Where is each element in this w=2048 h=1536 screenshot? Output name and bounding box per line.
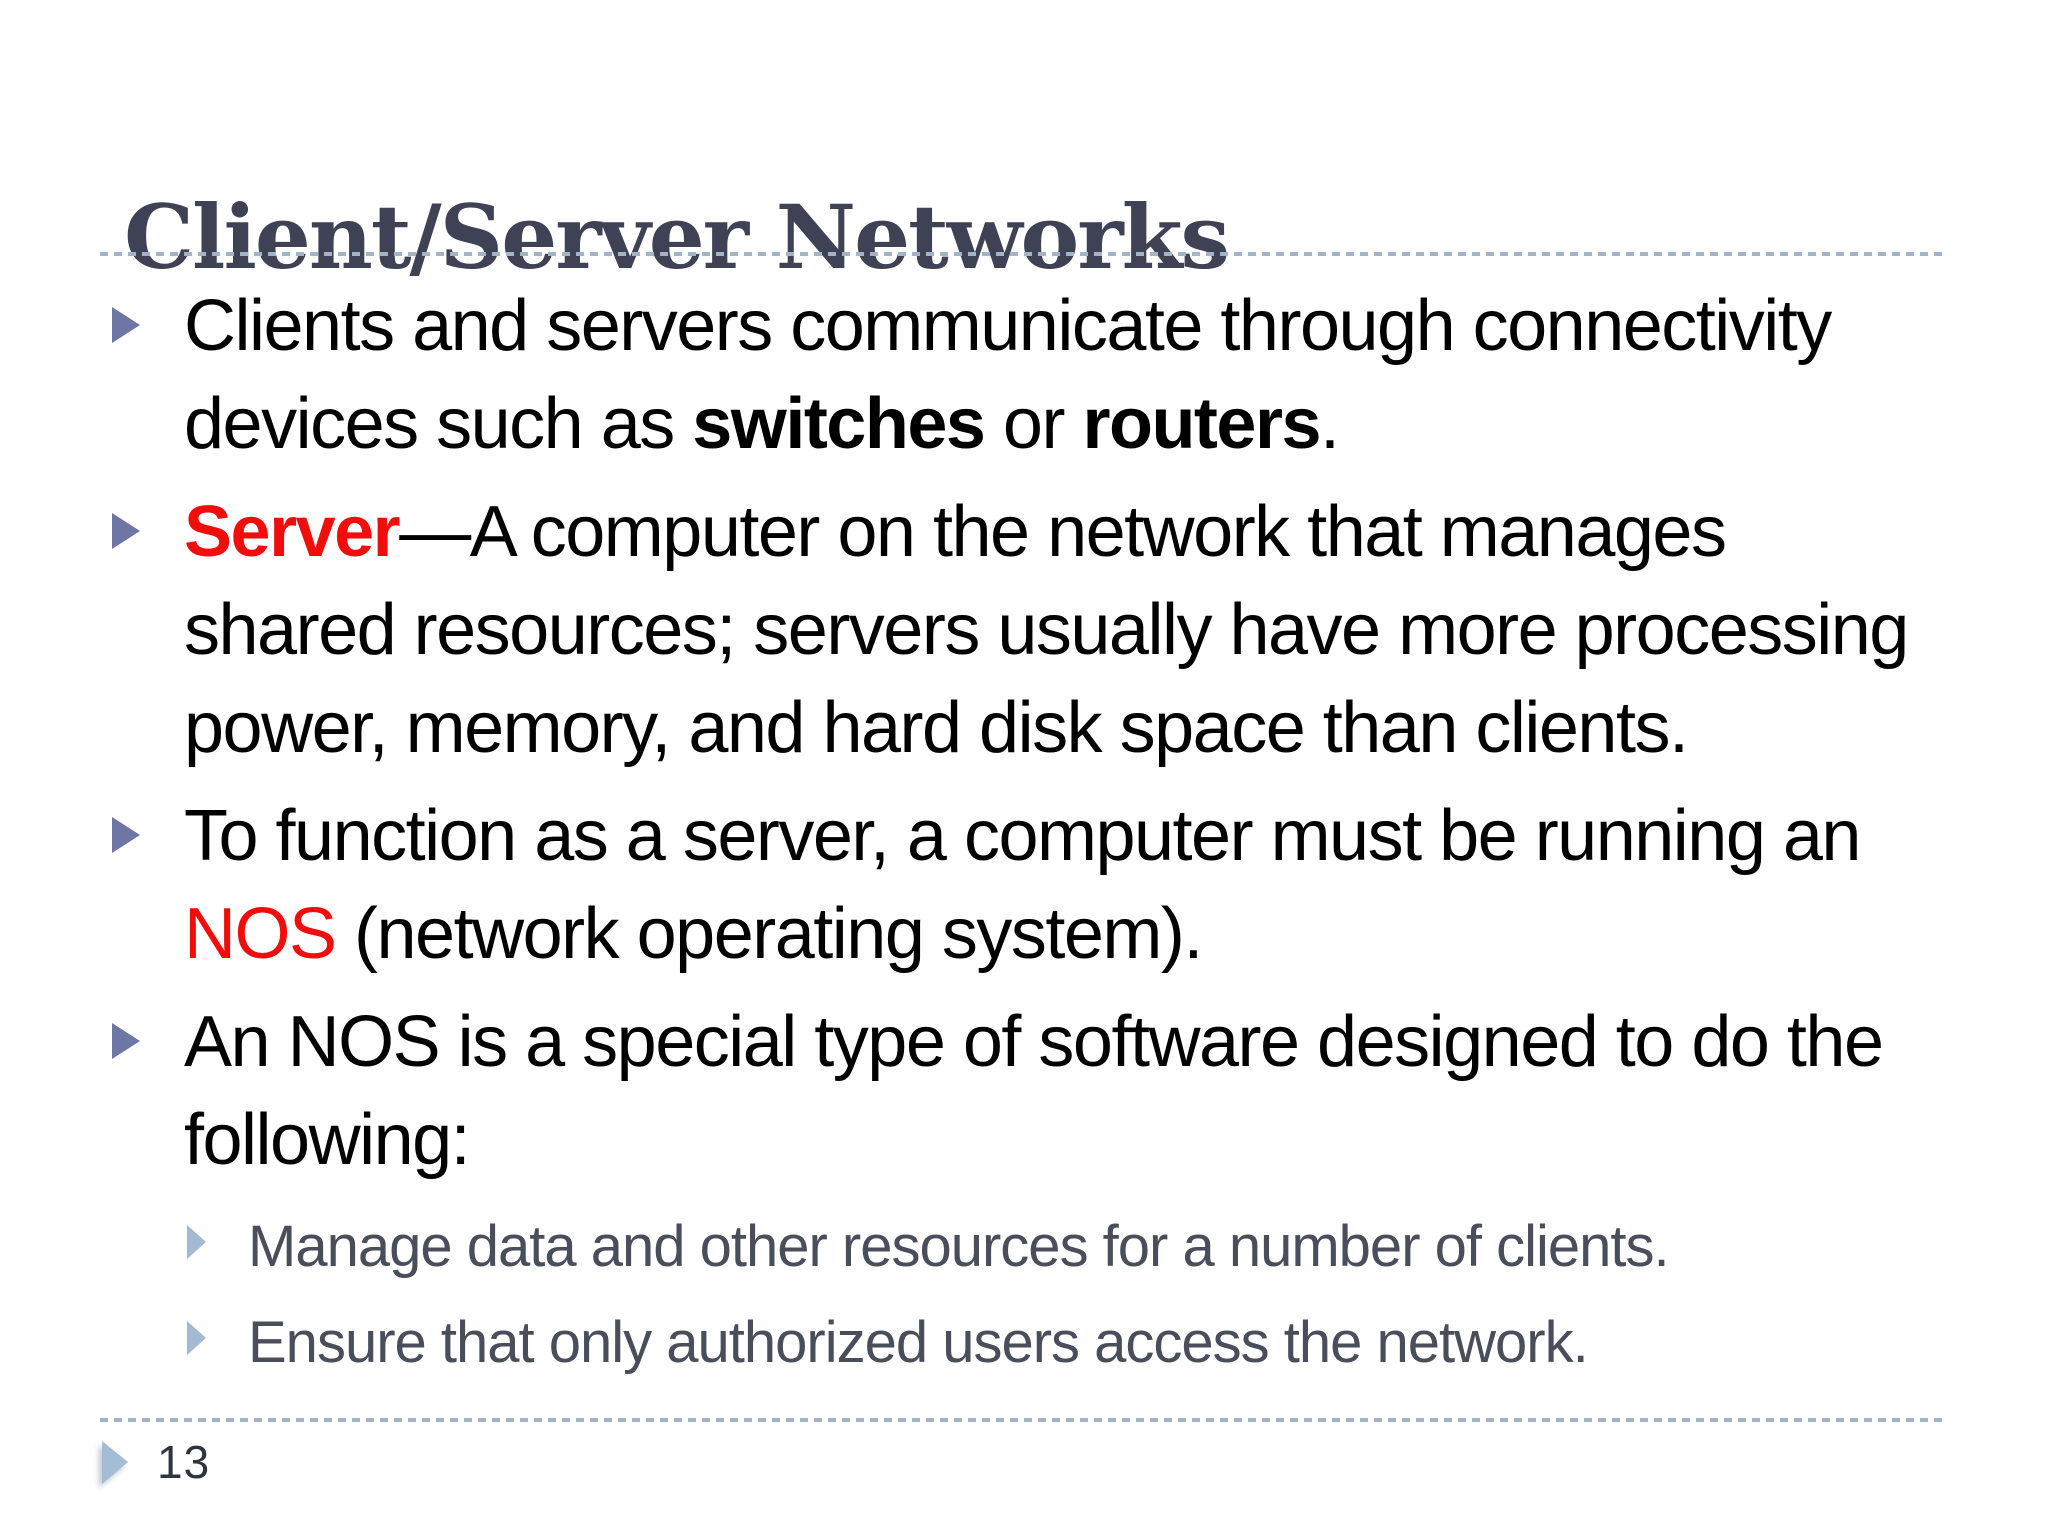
sub-bullet-item: Manage data and other resources for a nu…: [187, 1199, 1936, 1295]
text-span: following:: [184, 1100, 471, 1180]
text-span: —A computer on the network that manages: [399, 492, 1727, 572]
term-routers: routers: [1082, 384, 1321, 464]
text-span: .: [1320, 384, 1340, 464]
bullet-text: Clients and servers communicate through …: [184, 277, 1832, 473]
sub-bullet-text: Manage data and other resources for a nu…: [248, 1199, 1670, 1295]
slide-title: Client/Server Networks: [124, 184, 1230, 289]
text-span: (network operating system).: [335, 894, 1203, 974]
bullet-line: Ensure that only authorized users access…: [248, 1295, 1589, 1391]
text-span: shared resources; servers usually have m…: [184, 590, 1909, 670]
bullet-item: To function as a server, a computer must…: [112, 787, 1936, 983]
bullet-text: Server—A computer on the network that ma…: [184, 483, 1909, 777]
term-nos: NOS: [184, 894, 337, 974]
bullet-line: shared resources; servers usually have m…: [184, 581, 1909, 679]
bullet-item: An NOS is a special type of software des…: [112, 993, 1936, 1189]
text-span: An NOS is a special type of software des…: [184, 1002, 1884, 1082]
bullet-arrow-icon: [112, 817, 140, 853]
bullet-line: devices such as switches or routers.: [184, 375, 1831, 473]
bullet-line: Manage data and other resources for a nu…: [248, 1199, 1670, 1295]
sub-bullet-arrow-icon: [187, 1321, 206, 1355]
term-server: Server: [184, 492, 401, 572]
bullet-line: Server—A computer on the network that ma…: [184, 483, 1908, 581]
bullet-arrow-icon: [112, 1023, 140, 1059]
page-number-arrow-icon: [102, 1441, 128, 1484]
sub-bullet-text: Ensure that only authorized users access…: [248, 1295, 1589, 1391]
bullet-arrow-icon: [112, 513, 140, 549]
text-span: To function as a server, a computer must…: [184, 796, 1861, 876]
bullet-line: To function as a server, a computer must…: [184, 787, 1861, 885]
bullet-line: following:: [184, 1091, 1883, 1189]
text-span: Ensure that only authorized users access…: [248, 1310, 1589, 1375]
text-span: Clients and servers communicate through …: [184, 286, 1832, 366]
text-span: devices such as: [184, 384, 693, 464]
text-span: Manage data and other resources for a nu…: [248, 1214, 1670, 1279]
text-span: or: [984, 384, 1083, 464]
sub-bullet-arrow-icon: [187, 1225, 206, 1259]
bullet-line: power, memory, and hard disk space than …: [184, 679, 1908, 777]
bullet-item: Server—A computer on the network that ma…: [112, 483, 1936, 777]
text-span: power, memory, and hard disk space than …: [184, 688, 1689, 768]
footer-divider: [100, 1418, 1948, 1422]
bullet-text: To function as a server, a computer must…: [184, 787, 1861, 983]
bullet-line: An NOS is a special type of software des…: [184, 993, 1884, 1091]
slide-body: Clients and servers communicate through …: [112, 277, 1936, 1391]
bullet-item: Clients and servers communicate through …: [112, 277, 1936, 473]
bullet-arrow-icon: [112, 307, 140, 343]
sub-bullet-item: Ensure that only authorized users access…: [187, 1295, 1936, 1391]
bullet-line: Clients and servers communicate through …: [184, 277, 1832, 375]
bullet-line: NOS (network operating system).: [184, 885, 1860, 983]
title-divider: [100, 252, 1948, 256]
term-switches: switches: [692, 384, 986, 464]
bullet-text: An NOS is a special type of software des…: [184, 993, 1884, 1189]
page-number: 13: [157, 1436, 211, 1488]
